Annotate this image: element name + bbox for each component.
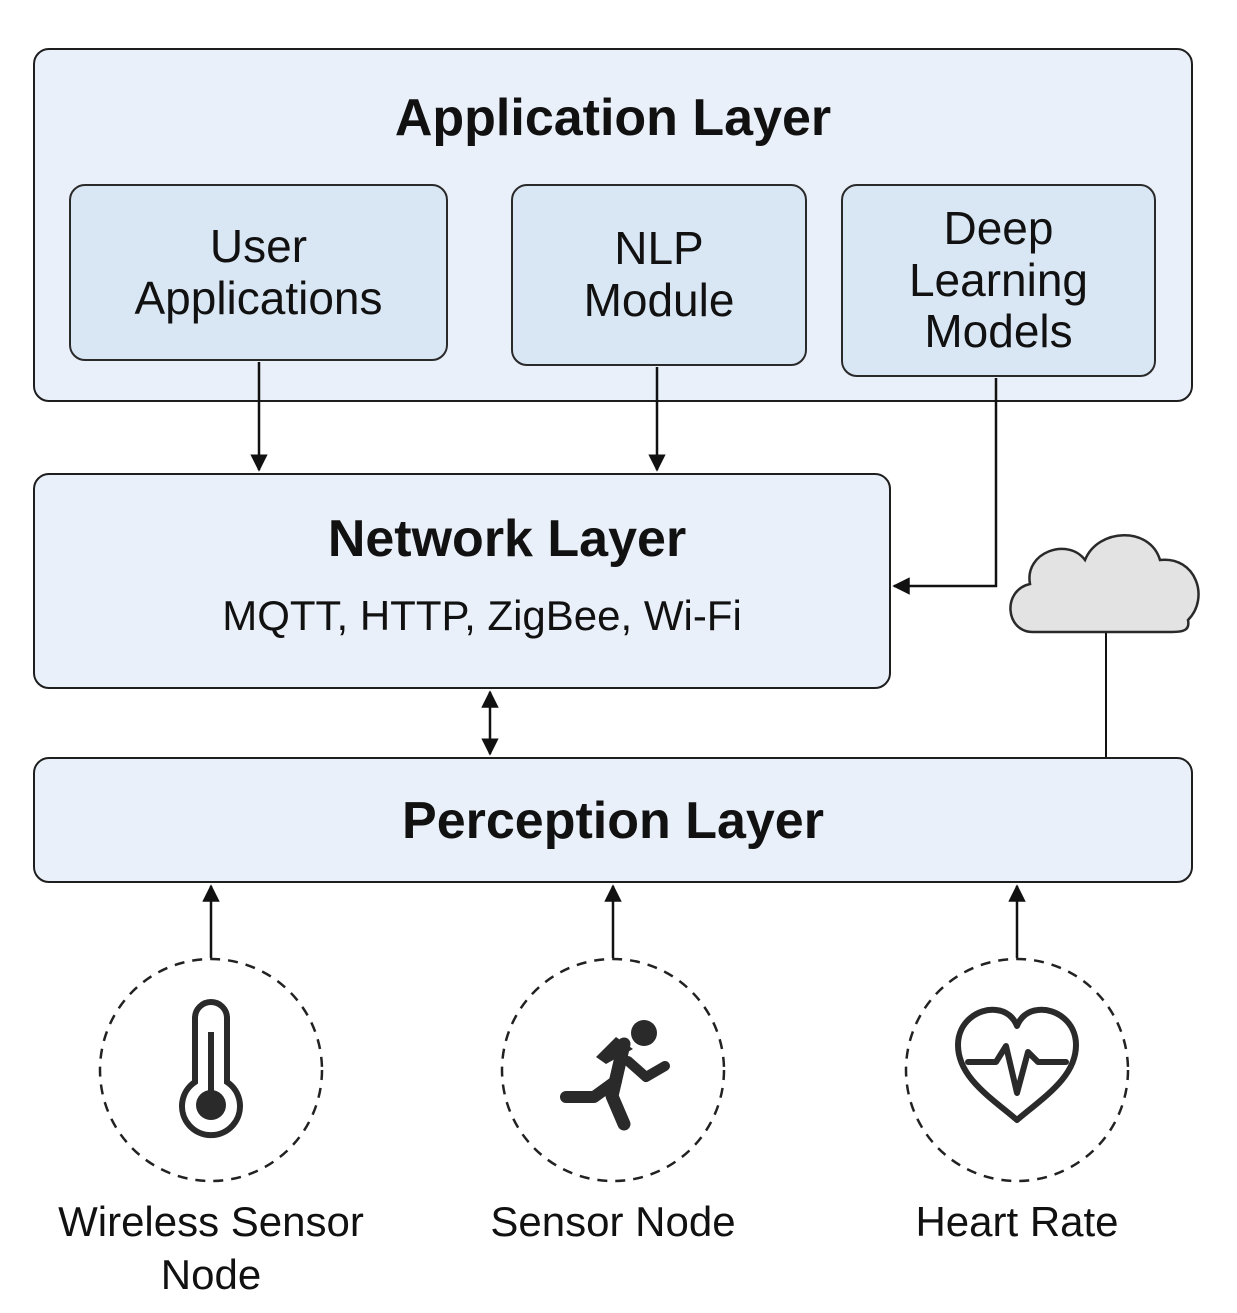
wireless-sensor-node-circle (98, 957, 324, 1183)
heart-rate-label: Heart Rate (915, 1198, 1119, 1245)
network-layer: Network Layer MQTT, HTTP, ZigBee, Wi-Fi (33, 473, 891, 689)
heart-rate-circle (904, 957, 1130, 1183)
arrow-deep-learning-to-network (892, 378, 998, 595)
sensor-node-label: Sensor Node (490, 1198, 736, 1245)
network-protocols: MQTT, HTTP, ZigBee, Wi-Fi (222, 592, 742, 639)
perception-layer-title: Perception Layer (402, 792, 824, 850)
cloud-icon (1009, 534, 1200, 634)
nlp-module-label: NLP Module (583, 222, 735, 326)
deep-learning-module: Deep Learning Models (841, 184, 1156, 377)
deep-learning-label: Deep Learning Models (908, 201, 1089, 358)
network-layer-title: Network Layer (327, 510, 687, 568)
wireless-sensor-node-label: Wireless Sensor Node (58, 1198, 364, 1298)
heart-rate-icon (955, 1006, 1079, 1123)
user-applications-module: User Applications (69, 184, 448, 361)
sensor-node-circle (500, 957, 726, 1183)
application-layer-title: Application Layer (394, 89, 832, 147)
perception-layer: Perception Layer (33, 757, 1193, 883)
nlp-module: NLP Module (511, 184, 807, 366)
user-applications-label: User Applications (134, 219, 383, 324)
thermometer-icon (179, 999, 243, 1139)
running-person-icon (560, 1020, 670, 1131)
